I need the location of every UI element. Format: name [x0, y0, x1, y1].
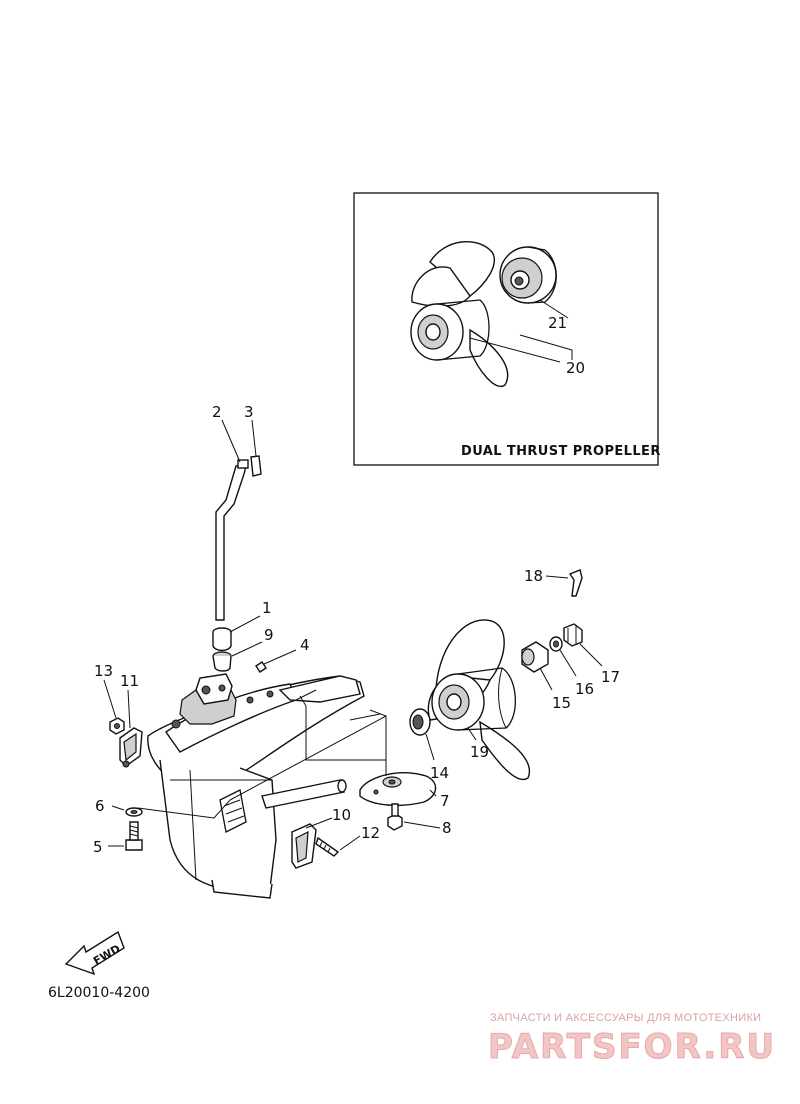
callout-19: 19 [470, 743, 489, 761]
watermark-tagline: ЗАПЧАСТИ И АКСЕССУАРЫ ДЛЯ МОТОТЕХНИКИ [490, 1012, 761, 1024]
bolt-washer-5-6 [125, 807, 143, 851]
leader-20 [469, 334, 573, 363]
callout-16: 16 [575, 680, 594, 698]
callout-15: 15 [552, 694, 571, 712]
leader-7 [429, 789, 437, 797]
leader-4 [263, 649, 297, 665]
propeller-19 [427, 619, 531, 781]
callout-2: 2 [212, 403, 222, 421]
callout-8: 8 [442, 819, 452, 837]
anode-assembly-10 [291, 823, 340, 869]
callout-5: 5 [93, 838, 103, 856]
leader-12 [339, 835, 361, 851]
inset-title: DUAL THRUST PROPELLER [461, 444, 661, 459]
nut-17 [563, 623, 583, 647]
leader-2 [221, 419, 241, 463]
diagram-code: 6L20010-4200 [48, 985, 150, 1001]
leader-21 [539, 299, 569, 319]
bolt-8 [387, 803, 403, 831]
leader-16 [559, 649, 577, 677]
inset-dual-thrust-propeller: 21 20 DUAL THRUST PROPELLER [353, 192, 661, 466]
leader-6 [111, 805, 125, 811]
leader-1 [229, 615, 261, 633]
fwd-arrow: FWD [64, 930, 125, 976]
callout-18: 18 [524, 567, 543, 585]
callout-10: 10 [332, 806, 351, 824]
leader-17 [579, 643, 603, 667]
lower-casing [147, 673, 365, 899]
anode-assembly-11 [109, 717, 143, 768]
spacer-15 [521, 641, 549, 673]
leader-10 [305, 817, 333, 829]
callout-6: 6 [95, 797, 105, 815]
callout-9: 9 [264, 626, 274, 644]
trim-tab-7 [359, 772, 437, 807]
thrust-washer-14 [409, 708, 431, 736]
leader-13 [103, 679, 117, 719]
callout-1: 1 [262, 599, 272, 617]
washer-16 [549, 636, 563, 652]
watermark-logo: PARTSFOR.RU [488, 1027, 776, 1067]
leader-15 [539, 667, 553, 691]
leader-18 [545, 575, 569, 579]
cotter-pin-18 [568, 569, 583, 597]
leader-9 [231, 641, 263, 657]
inset-frame [353, 192, 659, 466]
leader-3 [251, 419, 257, 457]
water-pipe-assembly [212, 455, 267, 673]
leader-14 [425, 733, 435, 761]
callout-4: 4 [300, 636, 310, 654]
leader-19 [467, 727, 477, 741]
callout-12: 12 [361, 824, 380, 842]
callout-3: 3 [244, 403, 254, 421]
callout-21: 21 [548, 314, 567, 332]
leader-8 [403, 821, 441, 829]
leader-11 [127, 689, 131, 729]
callout-7: 7 [440, 792, 450, 810]
callout-17: 17 [601, 668, 620, 686]
inset-hub-spacer [499, 246, 557, 304]
callout-13: 13 [94, 662, 113, 680]
callout-14: 14 [430, 764, 449, 782]
inset-propeller [410, 240, 509, 388]
watermark: ЗАПЧАСТИ И АКСЕССУАРЫ ДЛЯ МОТОТЕХНИКИ PA… [488, 1012, 776, 1068]
callout-11: 11 [120, 672, 139, 690]
callout-20: 20 [566, 359, 585, 377]
assembly-guide-lines [137, 695, 387, 819]
